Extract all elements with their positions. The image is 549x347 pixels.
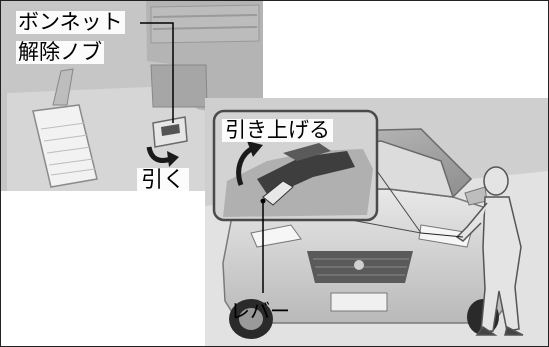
interior-panel — [1, 1, 263, 191]
pull-label: 引く — [137, 168, 190, 194]
hood-release-label-line1: ボンネット — [16, 10, 125, 34]
lift-up-label: 引き上げる — [222, 119, 333, 142]
hood-release-label-line2: 解除ノブ — [16, 40, 104, 64]
person-figure — [455, 166, 524, 336]
lever-label: レバー — [230, 299, 290, 323]
